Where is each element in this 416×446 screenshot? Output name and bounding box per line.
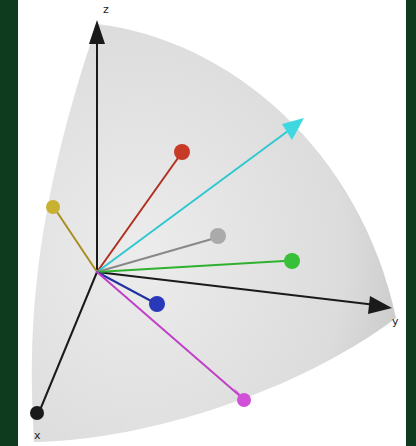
- panel: [18, 0, 406, 446]
- axis-label: y: [392, 316, 399, 327]
- axis-label: z: [103, 4, 109, 15]
- sphere-octant: [32, 24, 396, 442]
- axis-label: x: [34, 430, 41, 441]
